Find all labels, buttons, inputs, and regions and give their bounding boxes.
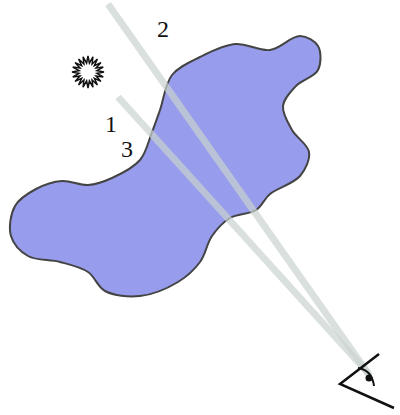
callout-number: 3	[121, 137, 133, 161]
light-source	[72, 56, 104, 88]
eye-symbol	[340, 354, 394, 408]
callout-number: 1	[105, 112, 117, 136]
callout-number: 2	[157, 17, 169, 41]
object-blob	[10, 36, 321, 296]
light-ray	[118, 97, 368, 373]
light-ray	[108, 4, 370, 376]
